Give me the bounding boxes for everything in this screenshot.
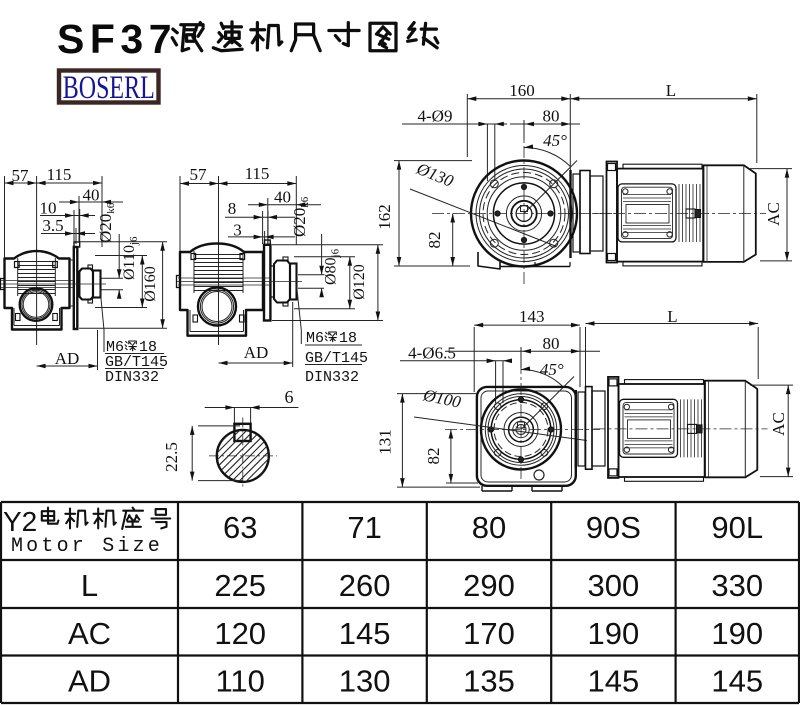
svg-text:10: 10: [40, 199, 57, 218]
svg-text:L: L: [81, 568, 98, 603]
svg-text:AC: AC: [68, 616, 111, 651]
svg-text:45°: 45°: [540, 360, 564, 379]
svg-text:Ø100: Ø100: [421, 385, 463, 412]
svg-text:190: 190: [588, 616, 640, 651]
svg-text:3.5: 3.5: [42, 216, 63, 235]
svg-text:L: L: [667, 307, 677, 326]
svg-text:DIN332: DIN332: [105, 369, 159, 386]
svg-text:110: 110: [215, 664, 264, 699]
svg-text:45°: 45°: [543, 131, 567, 150]
svg-text:AC: AC: [769, 412, 788, 436]
svg-text:82: 82: [425, 232, 444, 249]
svg-text:Ø80j6: Ø80j6: [323, 248, 342, 285]
svg-text:225: 225: [214, 568, 266, 603]
svg-text:145: 145: [711, 664, 763, 699]
svg-text:80: 80: [543, 334, 560, 353]
svg-text:260: 260: [339, 568, 391, 603]
svg-text:8: 8: [228, 199, 237, 218]
svg-text:300: 300: [588, 568, 640, 603]
svg-text:130: 130: [339, 664, 391, 699]
svg-text:131: 131: [376, 429, 395, 455]
svg-text:90L: 90L: [711, 510, 763, 545]
svg-text:GB/T145: GB/T145: [305, 350, 368, 367]
svg-text:DIN332: DIN332: [305, 369, 359, 386]
svg-text:40: 40: [83, 186, 100, 205]
svg-text:M6: M6: [306, 330, 324, 347]
svg-text:AD: AD: [55, 349, 80, 368]
svg-text:BOSERL: BOSERL: [63, 70, 155, 106]
svg-text:Ø130: Ø130: [413, 159, 457, 191]
svg-text:GB/T145: GB/T145: [105, 354, 168, 371]
svg-text:40: 40: [274, 188, 291, 207]
svg-text:143: 143: [519, 307, 545, 326]
svg-text:57: 57: [190, 165, 208, 184]
svg-text:135: 135: [463, 664, 515, 699]
svg-text:Ø160: Ø160: [142, 266, 159, 302]
svg-text:145: 145: [339, 616, 391, 651]
svg-text:Ø110j6: Ø110j6: [121, 236, 140, 280]
svg-text:Motor Size: Motor Size: [11, 535, 163, 558]
svg-text:AC: AC: [764, 202, 783, 226]
svg-text:4-Ø9: 4-Ø9: [418, 107, 453, 126]
svg-text:M6: M6: [106, 339, 124, 356]
svg-text:18: 18: [139, 339, 157, 356]
svg-text:3: 3: [233, 221, 242, 240]
svg-text:145: 145: [588, 664, 640, 699]
svg-text:71: 71: [347, 510, 381, 545]
svg-text:Y2: Y2: [3, 506, 37, 537]
svg-text:115: 115: [245, 164, 270, 183]
svg-text:115: 115: [47, 165, 72, 184]
svg-text:4-Ø6.5: 4-Ø6.5: [408, 344, 456, 363]
svg-text:90S: 90S: [586, 510, 641, 545]
svg-text:160: 160: [509, 81, 535, 100]
svg-text:80: 80: [472, 510, 506, 545]
svg-text:82: 82: [424, 448, 443, 465]
svg-text:6: 6: [285, 387, 294, 407]
svg-text:Ø20k6: Ø20k6: [290, 196, 311, 237]
svg-text:SF37: SF37: [57, 16, 177, 62]
svg-text:170: 170: [463, 616, 515, 651]
svg-text:L: L: [666, 81, 676, 100]
svg-text:162: 162: [375, 204, 394, 230]
svg-text:80: 80: [543, 107, 560, 126]
svg-text:120: 120: [214, 616, 266, 651]
svg-text:57: 57: [12, 166, 30, 185]
svg-text:AD: AD: [68, 664, 111, 699]
svg-text:290: 290: [463, 568, 515, 603]
svg-text:Ø20k6: Ø20k6: [96, 202, 117, 243]
svg-text:Ø120: Ø120: [351, 264, 368, 300]
svg-text:22.5: 22.5: [162, 442, 181, 472]
svg-text:AD: AD: [244, 343, 269, 362]
svg-text:18: 18: [339, 330, 357, 347]
svg-text:63: 63: [223, 510, 257, 545]
svg-text:190: 190: [711, 616, 763, 651]
svg-text:330: 330: [711, 568, 763, 603]
